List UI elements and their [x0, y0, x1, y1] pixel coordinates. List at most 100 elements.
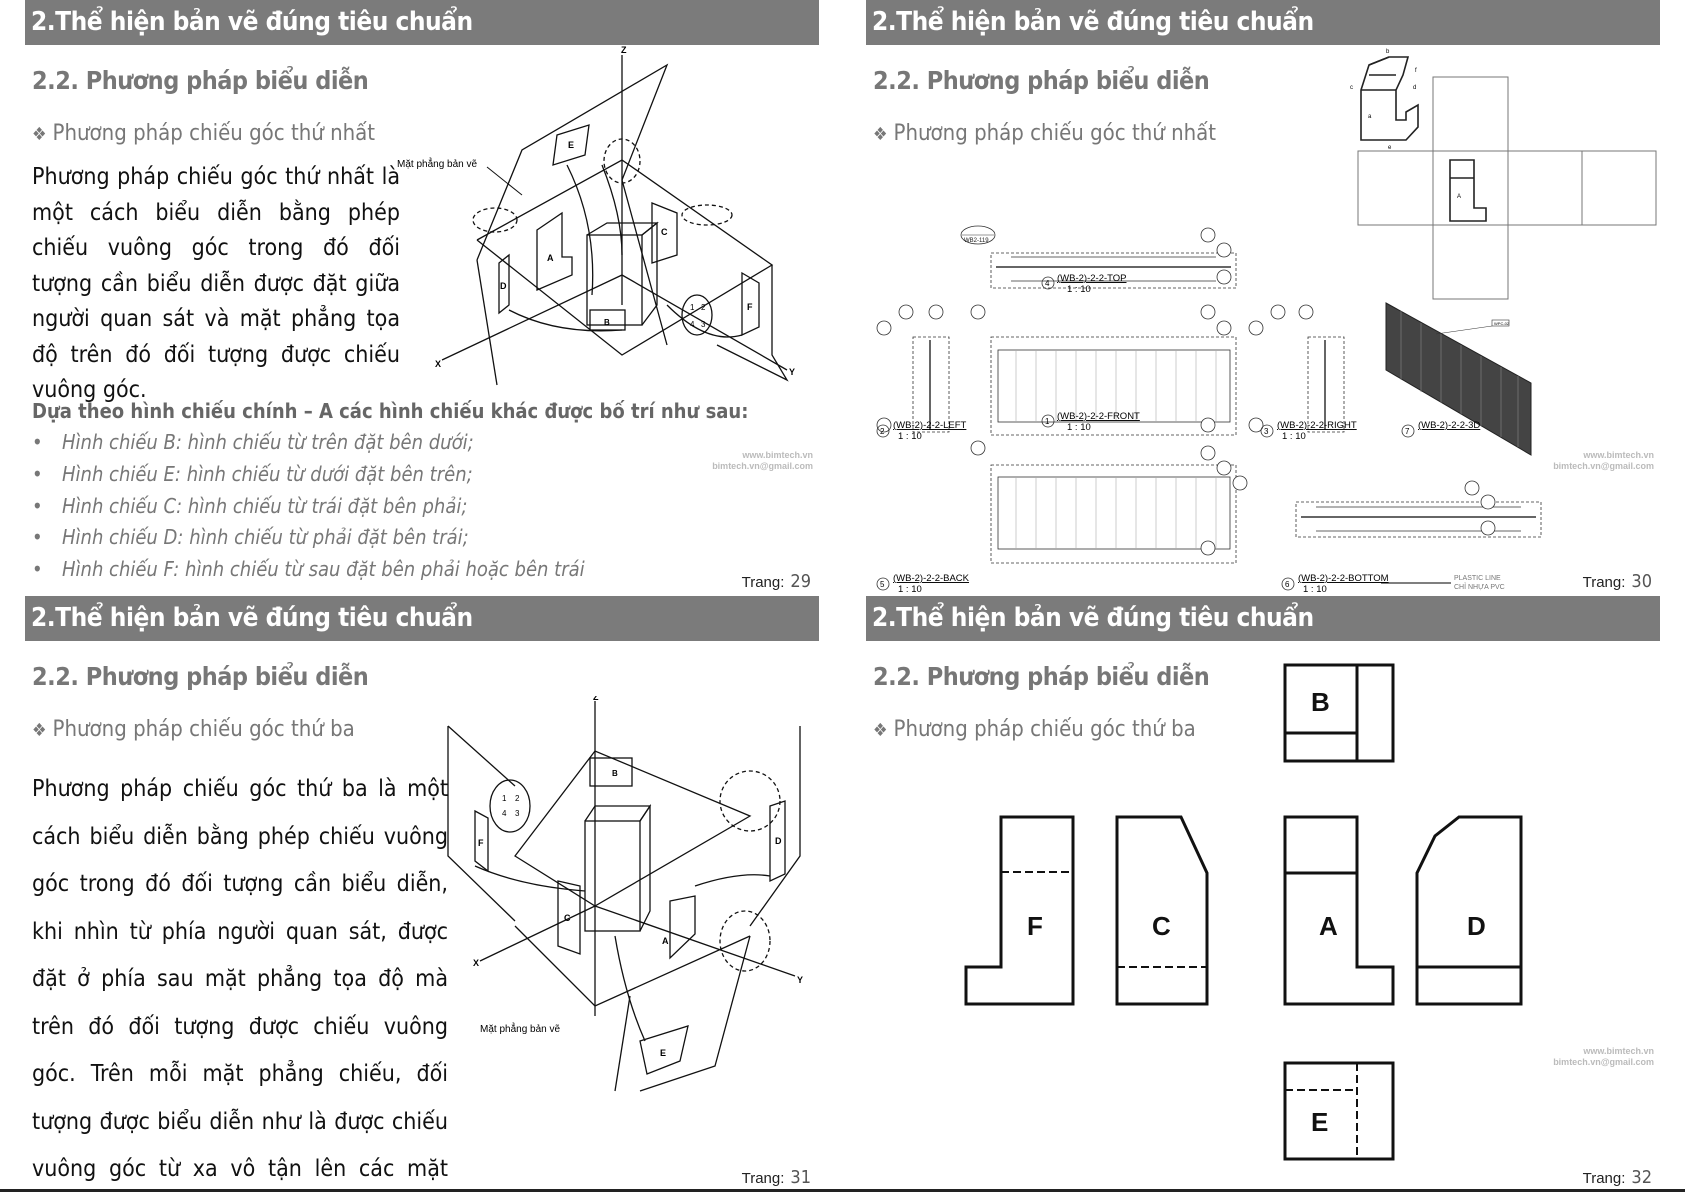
quadrant-1-label: 1	[690, 303, 695, 312]
drawing-scale-bottom: 1 : 10	[1303, 584, 1327, 595]
grid-view-label-a: A	[1457, 194, 1461, 200]
drawing-title-back: (WB-2)-2-2-BACK	[893, 573, 970, 584]
quadrant-2-label: 2	[701, 303, 706, 312]
iso-label-f: f	[1415, 68, 1417, 74]
view-label-e: E	[660, 1048, 666, 1058]
drawing-title-3d: (WB-2)-2-2-3D	[1418, 420, 1480, 431]
quadrant-3-label: 3	[701, 320, 706, 329]
drawing-plane-label: Mặt phẳng bản vẽ	[397, 157, 477, 170]
drawing-scale-left: 1 : 10	[898, 431, 922, 442]
drawing-num-top: 4	[1045, 279, 1050, 288]
view-label-e: E	[568, 140, 574, 150]
iso-label-d: d	[1413, 85, 1416, 91]
iso-label-b: b	[1386, 49, 1390, 55]
quadrant-3-label: 3	[515, 809, 520, 818]
view-label-d: D	[1467, 911, 1486, 941]
diamond-bullet-icon: ❖	[32, 124, 47, 145]
first-angle-projection-figure: Z X Y Mặt phẳng bản vẽ A B C D E F 1 2 3…	[397, 45, 795, 386]
drawing-num-front: 1	[1045, 417, 1050, 426]
drawing-scale-right: 1 : 10	[1282, 431, 1306, 442]
axis-y-label: Y	[797, 975, 803, 985]
section-subtitle: 2.2. Phương pháp biểu diễn	[873, 662, 1210, 691]
bullet-text: Phương pháp chiếu góc thứ nhất	[893, 121, 1217, 146]
list-item: •Hình chiếu C: hình chiếu từ trái đặt bê…	[32, 493, 468, 518]
quadrant-2-label: 2	[515, 794, 520, 803]
view-label-b: B	[612, 769, 618, 778]
note-line-2: CHỈ NHỰA PVC	[1454, 582, 1505, 591]
material-tag: WPC-02	[1494, 321, 1510, 326]
list-item: •Hình chiếu E: hình chiếu từ dưới đặt bê…	[32, 461, 473, 486]
layout-lead: Dựa theo hình chiếu chính – A các hình c…	[32, 399, 749, 423]
slide-page-30: 2.Thể hiện bản vẽ đúng tiêu chuẩn 2.2. P…	[866, 0, 1660, 596]
view-label-b: B	[604, 318, 610, 327]
drawing-scale-top: 1 : 10	[1067, 284, 1091, 295]
quadrant-4-label: 4	[690, 320, 695, 329]
view-label-a: A	[547, 253, 554, 263]
drawing-title-left: (WB-2)-2-2-LEFT	[893, 420, 967, 431]
diamond-bullet-icon: ❖	[32, 720, 47, 741]
page-number: Trang:32	[1582, 1167, 1652, 1188]
drawing-num-right: 3	[1264, 427, 1269, 436]
slide-page-32: 2.Thể hiện bản vẽ đúng tiêu chuẩn 2.2. P…	[866, 596, 1660, 1192]
view-label-d: D	[775, 836, 782, 846]
axis-z-label: Z	[593, 696, 599, 702]
drawing-num-bottom: 6	[1285, 580, 1290, 589]
slide-header: 2.Thể hiện bản vẽ đúng tiêu chuẩn	[25, 0, 819, 45]
drawing-num-3d: 7	[1405, 427, 1410, 436]
drawing-num-back: 5	[880, 580, 885, 589]
page-number: Trang:30	[1582, 571, 1652, 592]
drawing-title-top: (WB-2)-2-2-TOP	[1057, 273, 1127, 284]
drawing-plane-label: Mặt phẳng bản vẽ	[480, 1022, 560, 1035]
view-label-a: A	[662, 936, 669, 946]
slide-page-31: 2.Thể hiện bản vẽ đúng tiêu chuẩn 2.2. P…	[25, 596, 819, 1192]
page-number: Trang:31	[741, 1167, 811, 1188]
drawing-title-right: (WB-2)-2-2-RIGHT	[1277, 420, 1357, 431]
quadrant-4-label: 4	[502, 809, 507, 818]
axis-x-label: X	[473, 958, 479, 968]
view-label-e: E	[1311, 1107, 1328, 1137]
axis-x-label: X	[435, 359, 441, 369]
shop-drawing-figure: WPC-02 WB2-119 4 (WB-2)-2-2-TOP 1 : 10 2…	[876, 225, 1542, 595]
iso-label-a: a	[1368, 114, 1372, 120]
list-item: •Hình chiếu F: hình chiếu từ sau đặt bên…	[32, 557, 585, 582]
drawing-num-left: 2	[880, 427, 885, 436]
iso-label-c: c	[1350, 85, 1353, 91]
body-paragraph: Phương pháp chiếu góc thứ ba là một cách…	[32, 776, 448, 1182]
view-label-f: F	[1027, 911, 1043, 941]
view-label-a: A	[1319, 911, 1338, 941]
quadrant-1-label: 1	[502, 794, 507, 803]
body-paragraph: Phương pháp chiếu góc thứ nhất là một cá…	[32, 164, 400, 403]
slide-header: 2.Thể hiện bản vẽ đúng tiêu chuẩn	[25, 596, 819, 641]
note-line-1: PLASTIC LINE	[1454, 575, 1501, 582]
axis-z-label: Z	[621, 45, 627, 55]
drawing-scale-front: 1 : 10	[1067, 422, 1091, 433]
slide-header: 2.Thể hiện bản vẽ đúng tiêu chuẩn	[866, 596, 1660, 641]
bullet-heading: ❖Phương pháp chiếu góc thứ ba	[32, 717, 355, 742]
section-tag: WB2-119	[964, 238, 989, 244]
third-angle-views-figure: B F C A D E	[964, 663, 1523, 1161]
drawing-title-front: (WB-2)-2-2-FRONT	[1057, 411, 1140, 422]
bottom-border	[0, 1189, 1685, 1192]
section-subtitle: 2.2. Phương pháp biểu diễn	[873, 66, 1210, 95]
view-label-b: B	[1311, 687, 1330, 717]
drawing-title-bottom: (WB-2)-2-2-BOTTOM	[1298, 573, 1389, 584]
bullet-text: Phương pháp chiếu góc thứ nhất	[52, 121, 376, 146]
view-label-f: F	[747, 302, 753, 312]
bullet-heading: ❖Phương pháp chiếu góc thứ nhất	[873, 121, 1216, 146]
view-label-d: D	[500, 281, 507, 291]
bullet-heading: ❖Phương pháp chiếu góc thứ ba	[873, 717, 1196, 742]
bullet-text: Phương pháp chiếu góc thứ ba	[893, 717, 1196, 742]
section-subtitle: 2.2. Phương pháp biểu diễn	[32, 66, 369, 95]
view-label-f: F	[478, 838, 484, 848]
diamond-bullet-icon: ❖	[873, 124, 888, 145]
list-item: •Hình chiếu B: hình chiếu từ trên đặt bê…	[32, 430, 474, 454]
bullet-text: Phương pháp chiếu góc thứ ba	[52, 717, 355, 742]
third-angle-projection-figure: Z X Y Mặt phẳng bản vẽ A B C D E F 1 2 3…	[447, 696, 803, 1092]
unfolded-box-figure: b c d f a e A	[1350, 49, 1657, 300]
drawing-scale-back: 1 : 10	[898, 584, 922, 595]
slide-header: 2.Thể hiện bản vẽ đúng tiêu chuẩn	[866, 0, 1660, 45]
diamond-bullet-icon: ❖	[873, 720, 888, 741]
